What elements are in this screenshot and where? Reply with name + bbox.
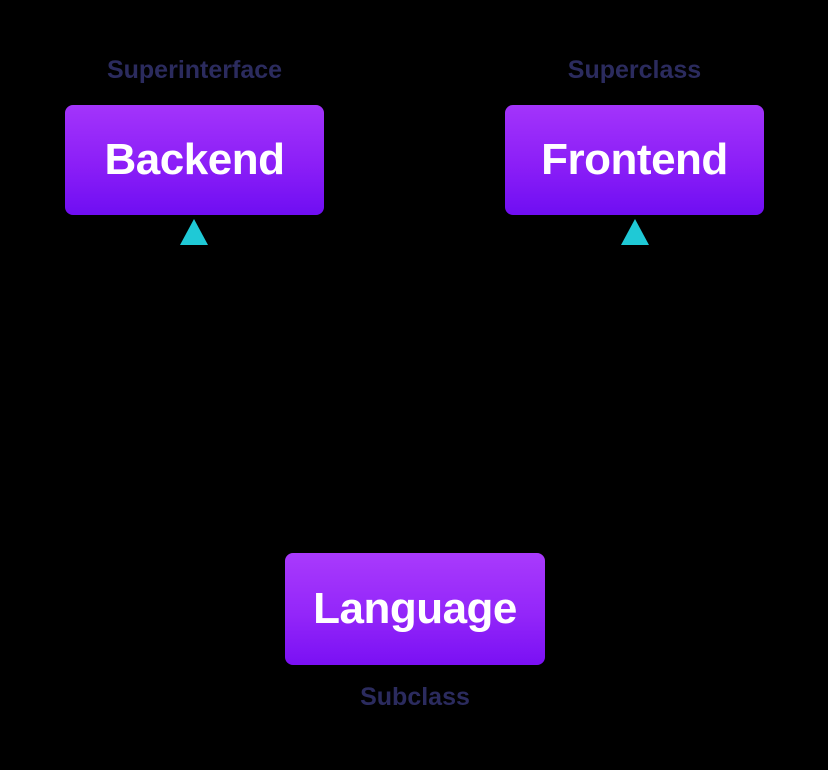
arrowhead-backend-icon xyxy=(180,219,208,245)
node-frontend[interactable]: Frontend xyxy=(505,105,764,215)
node-backend[interactable]: Backend xyxy=(65,105,324,215)
caption-superclass: Superclass xyxy=(567,56,702,84)
node-language[interactable]: Language xyxy=(285,553,545,665)
arrowhead-frontend-icon xyxy=(621,219,649,245)
node-frontend-label: Frontend xyxy=(541,135,728,184)
caption-superinterface: Superinterface xyxy=(106,56,283,84)
node-language-label: Language xyxy=(313,584,517,633)
caption-subclass: Subclass xyxy=(360,683,470,711)
node-backend-label: Backend xyxy=(104,135,285,184)
